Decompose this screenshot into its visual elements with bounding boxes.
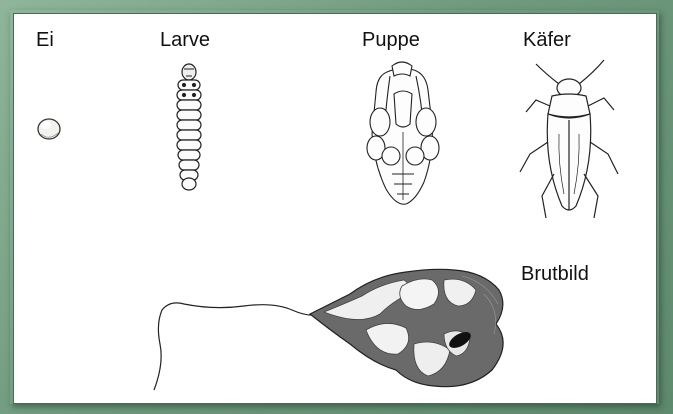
pupa-drawing [367, 62, 439, 204]
beetle-drawing [520, 60, 618, 218]
gallery-drawing [154, 269, 503, 390]
egg-drawing [38, 119, 60, 139]
figure-panel: Ei Larve Puppe Käfer Brutbild [13, 13, 657, 404]
lifecycle-drawings [14, 14, 656, 403]
larva-drawing [177, 64, 201, 190]
